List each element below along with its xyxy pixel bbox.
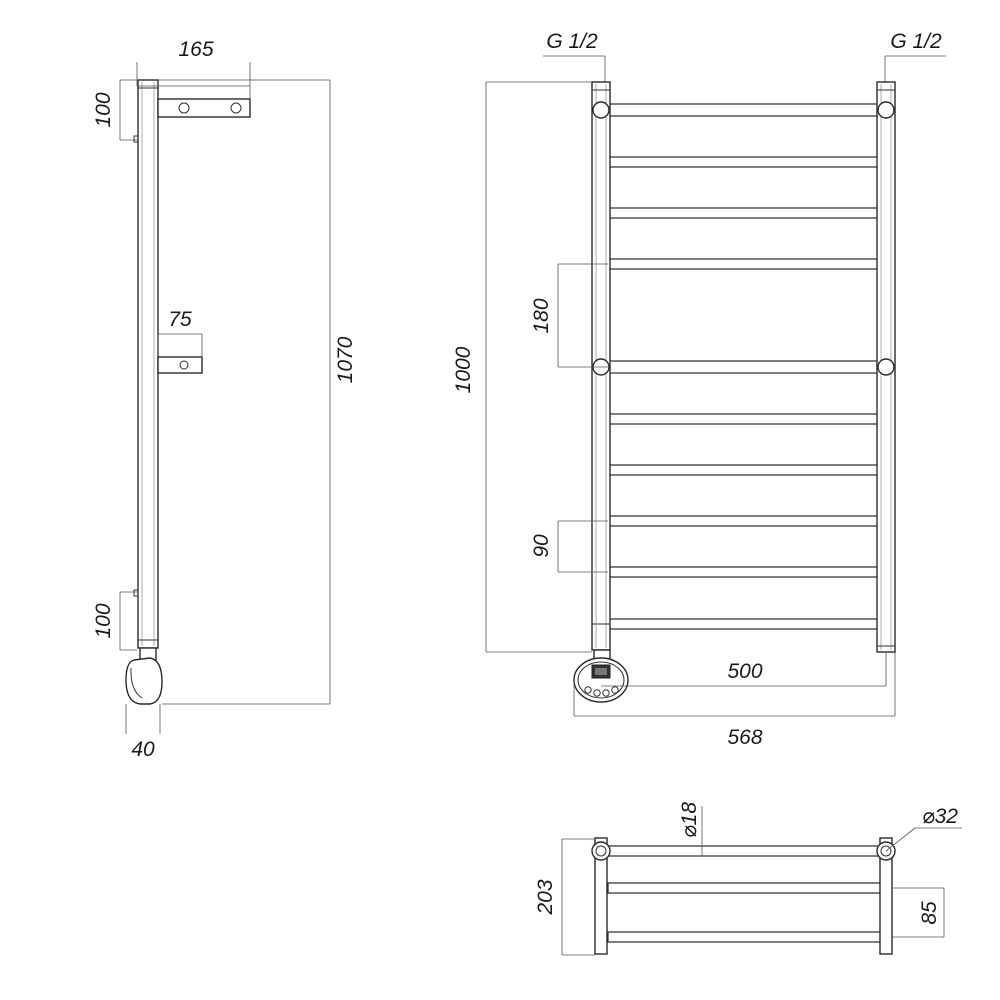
front-dim-500: 500	[727, 660, 762, 683]
top-dim-203: 203	[534, 879, 557, 915]
front-dim-90: 90	[530, 534, 553, 558]
top-view: ⌀18 ⌀32 203 85	[534, 802, 962, 956]
side-mid-bracket	[157, 356, 203, 374]
front-dim-1000: 1000	[452, 346, 475, 393]
top-right-pipe	[879, 837, 893, 955]
side-top-wall-bracket	[157, 98, 251, 118]
front-thread-right-label: G 1/2	[890, 30, 942, 53]
side-dim-top-100: 100	[92, 92, 115, 127]
front-view: G 1/2 G 1/2	[452, 30, 946, 749]
side-view: 165 100 75 1070 100 40	[92, 38, 357, 761]
front-dim-180: 180	[530, 298, 553, 333]
side-vertical-pipe	[137, 79, 159, 649]
top-dim-85: 85	[918, 901, 941, 925]
side-dim-40: 40	[131, 738, 155, 761]
side-dim-75: 75	[168, 308, 192, 331]
heater-button-2	[593, 689, 601, 697]
front-thread-left-label: G 1/2	[546, 30, 598, 53]
top-dim-rung-diameter: ⌀18	[678, 802, 701, 838]
side-heater-element	[125, 647, 163, 705]
top-left-pipe	[594, 837, 608, 955]
heater-button-3	[602, 689, 610, 697]
front-rungs	[607, 103, 883, 630]
front-dim-568: 568	[727, 726, 762, 749]
heater-button-1	[584, 686, 592, 694]
top-dim-pipe-diameter: ⌀32	[922, 805, 958, 828]
side-dim-165: 165	[178, 38, 213, 61]
top-rungs	[607, 845, 883, 943]
front-heater-controller	[573, 649, 629, 703]
side-dim-1070: 1070	[334, 336, 357, 383]
side-dim-bottom-100: 100	[92, 603, 115, 638]
heater-button-4	[611, 686, 619, 694]
